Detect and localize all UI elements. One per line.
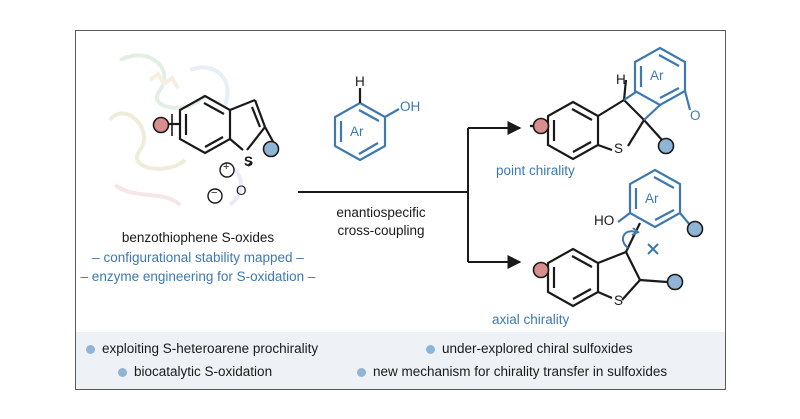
footer-panel (76, 332, 725, 389)
substrate-name: benzothiophene S-oxides (121, 230, 275, 245)
substrate-o-atom: O (236, 183, 247, 198)
blue-substituent-dot (666, 273, 684, 291)
bullet-prochirality: exploiting S-heteroarene prochirality (86, 341, 318, 356)
axial-ho-group: HO (594, 213, 615, 228)
reagent-h-atom: H (355, 74, 365, 89)
protein-cartoon-background (108, 53, 243, 207)
substrate-structure (168, 94, 277, 167)
figure-frame (75, 30, 726, 390)
product-point-structure (530, 79, 663, 161)
point-h-atom: H (616, 72, 626, 87)
point-chirality-label: point chirality (496, 163, 575, 178)
substrate-minus-charge: − (211, 187, 218, 199)
product-axial-dots (532, 220, 704, 291)
arrow-label-line1: enantiospecific (336, 205, 426, 220)
rotation-arrow-icon (621, 227, 640, 249)
reagent-ring-label: Ar (350, 124, 364, 139)
blue-substituent-dot (262, 140, 280, 158)
axial-s-atom: S (614, 293, 624, 308)
note-configurational-stability: – configurational stability mapped – (92, 250, 304, 265)
blue-substituent-dot (686, 220, 704, 238)
point-o-atom: O (690, 108, 701, 123)
reagent-structure (333, 88, 400, 162)
point-ring-label: Ar (650, 68, 664, 83)
point-s-atom: S (614, 141, 624, 156)
axial-ring-label: Ar (645, 191, 659, 206)
bullet-chirality-transfer: new mechanism for chirality transfer in … (357, 364, 667, 379)
bullet-biocatalytic: biocatalytic S-oxidation (118, 364, 272, 379)
product-point-aryl (623, 46, 692, 121)
product-point-dots (532, 117, 675, 155)
reagent-oh-group: OH (400, 99, 421, 114)
reaction-arrows (298, 121, 522, 269)
blue-substituent-dot (657, 137, 675, 155)
note-enzyme-engineering: – enzyme engineering for S-oxidation – (80, 269, 316, 284)
substrate-plus-charge: + (223, 161, 230, 173)
product-axial-aryl (617, 168, 691, 229)
substrate-s-atom: S (244, 154, 254, 169)
substrate-dots (152, 116, 280, 158)
axial-chirality-label: axial chirality (492, 312, 570, 327)
blocked-rotation-x-icon (647, 243, 659, 255)
arrow-label-line2: cross-coupling (337, 223, 425, 238)
red-substituent-dot (152, 116, 170, 134)
charge-circles (207, 162, 235, 204)
bullet-chiral-sulfoxides: under-explored chiral sulfoxides (426, 341, 633, 356)
product-axial-structure (546, 222, 668, 308)
red-substituent-dot (532, 117, 550, 135)
red-substituent-dot (532, 261, 550, 279)
